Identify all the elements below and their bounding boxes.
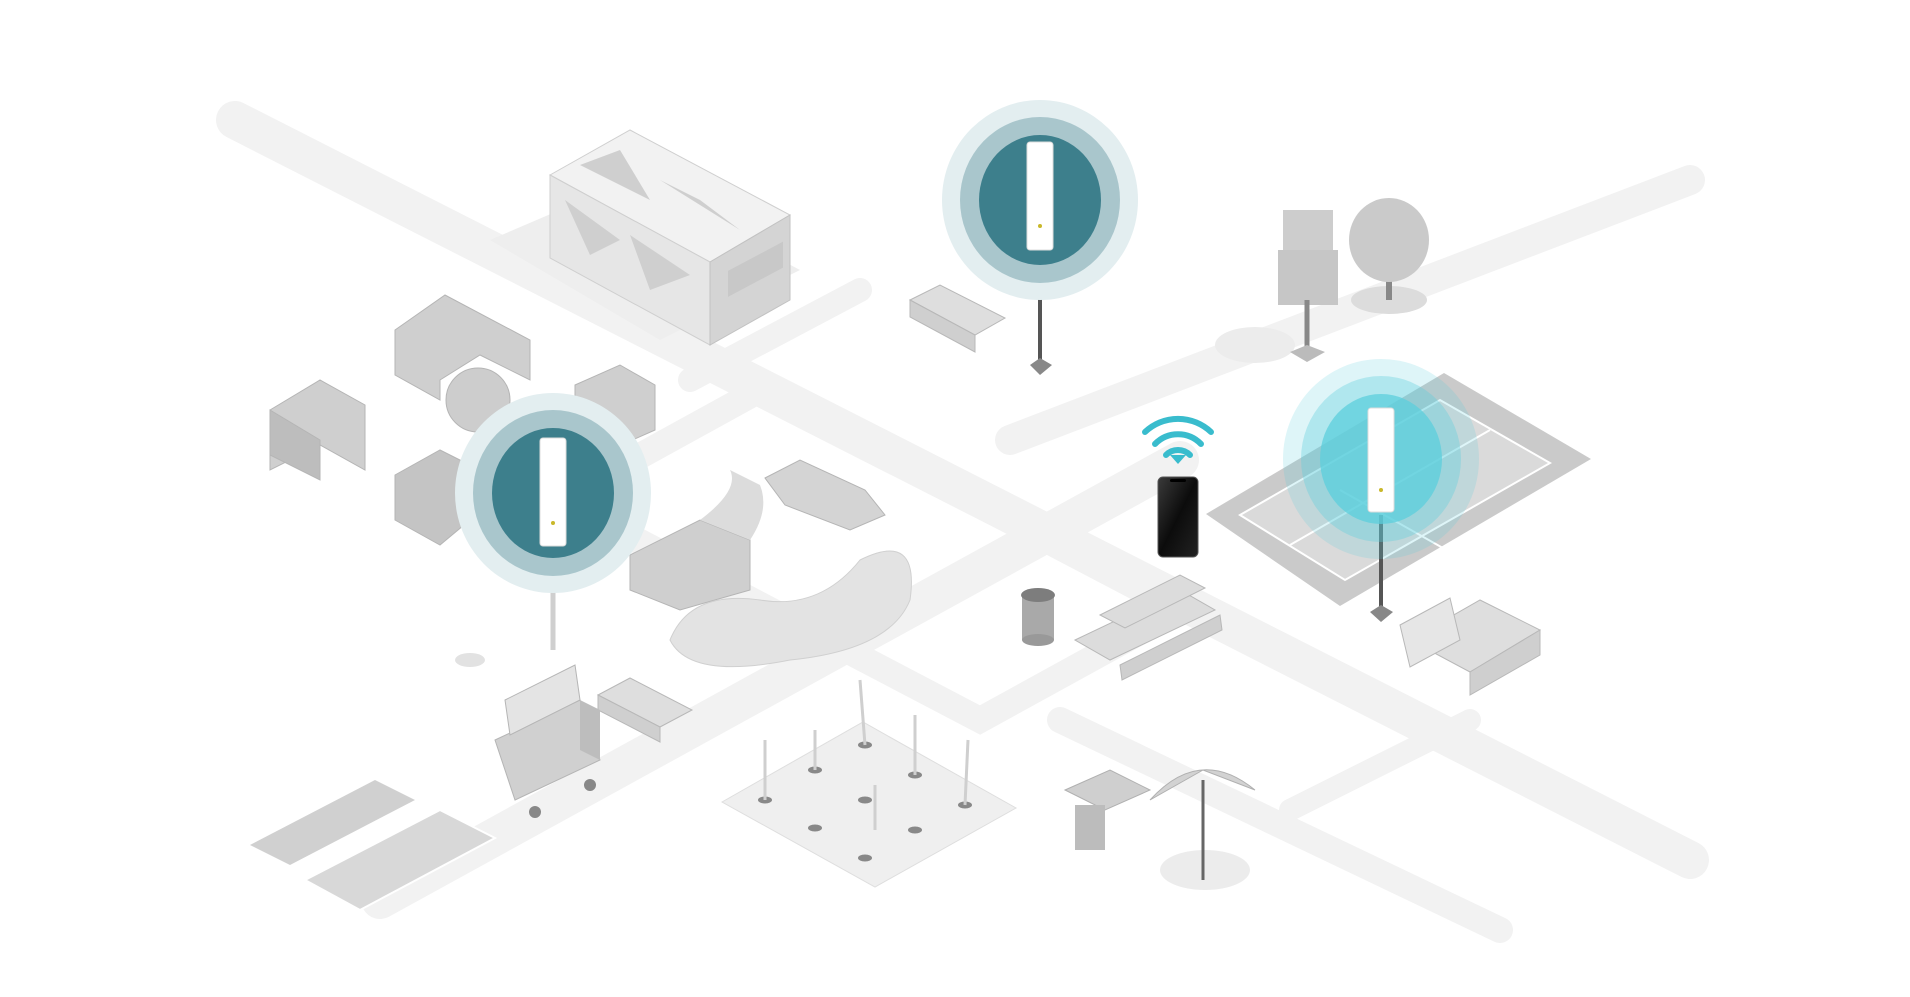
outdoor-access-point-icon xyxy=(539,437,567,547)
access-point-right xyxy=(1283,359,1479,622)
picnic-table xyxy=(1073,574,1223,681)
skate-park xyxy=(629,459,912,668)
access-point-top xyxy=(942,100,1138,375)
roads xyxy=(216,101,1709,943)
building xyxy=(490,129,800,346)
access-point-left xyxy=(455,393,651,667)
fountain-plaza xyxy=(720,679,1018,888)
paving xyxy=(250,780,498,912)
food-cart xyxy=(494,664,601,818)
trash-can xyxy=(1021,588,1055,646)
wifi-icon xyxy=(1142,415,1214,464)
road-lower-right xyxy=(1047,707,1513,943)
smartphone-icon xyxy=(1157,476,1199,558)
road-upper xyxy=(678,278,872,392)
trees xyxy=(1215,198,1429,363)
road-upper-right xyxy=(995,165,1705,455)
outdoor-access-point-icon xyxy=(1026,141,1054,251)
hedges xyxy=(269,294,656,546)
umbrella-table xyxy=(1063,769,1256,890)
pond xyxy=(669,550,912,668)
outdoor-access-point-icon xyxy=(1367,407,1395,513)
road-right-branch xyxy=(1279,709,1481,821)
smartphone xyxy=(1157,476,1199,558)
benches xyxy=(596,284,1542,743)
